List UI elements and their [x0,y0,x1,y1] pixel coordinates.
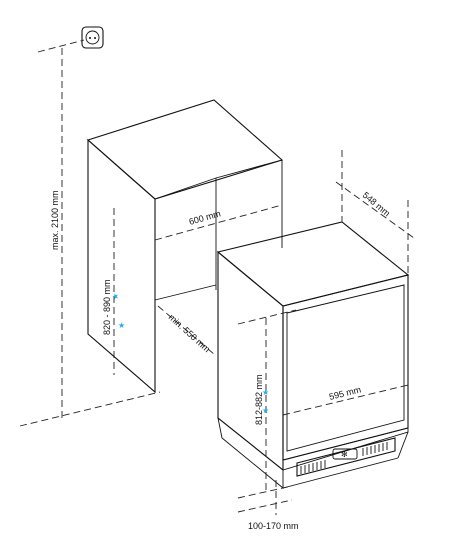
niche-depth-label: min. 550 mm [167,312,212,354]
control-panel [332,448,358,460]
plinth-height-dimension: 100-170 mm [237,480,299,531]
niche-height-label: 820 - 890 mm [102,279,112,335]
niche-width-dimension: 600 mm [154,204,283,241]
appliance-body [216,221,410,489]
power-socket-icon [81,26,104,49]
appliance-height-dimension: 812-882 mm ★ ★ [237,309,297,490]
niche-width-label: 600 mm [188,208,222,227]
plinth-height-label: 100-170 mm [248,521,299,531]
appliance-depth-dimension: 548 mm [335,150,415,275]
grille-left-slots [300,460,326,474]
appliance-width-label: 595 mm [328,384,362,402]
niche-height-star-2: ★ [118,321,125,330]
appliance-depth-label: 548 mm [361,190,392,219]
max-height-label: max. 2100 mm [50,190,60,250]
snowflake-icon: ✻ [341,450,348,459]
niche-height-star-1: ★ [111,293,120,300]
grille-right-slots [362,442,388,456]
niche-height-dimension: 820 - 890 mm ★ ★ [102,208,125,375]
niche-depth-dimension: min. 550 mm [157,305,216,356]
ventilation-grille: ✻ [296,437,396,477]
appliance-height-star-2: ★ [262,406,269,415]
appliance-width-dimension: 595 mm [282,384,409,416]
appliance-height-label: 812-882 mm [254,374,264,425]
cabinet-niche [86,99,284,394]
max-height-dimension: max. 2100 mm [19,39,161,427]
appliance-height-star-1: ★ [262,388,269,397]
